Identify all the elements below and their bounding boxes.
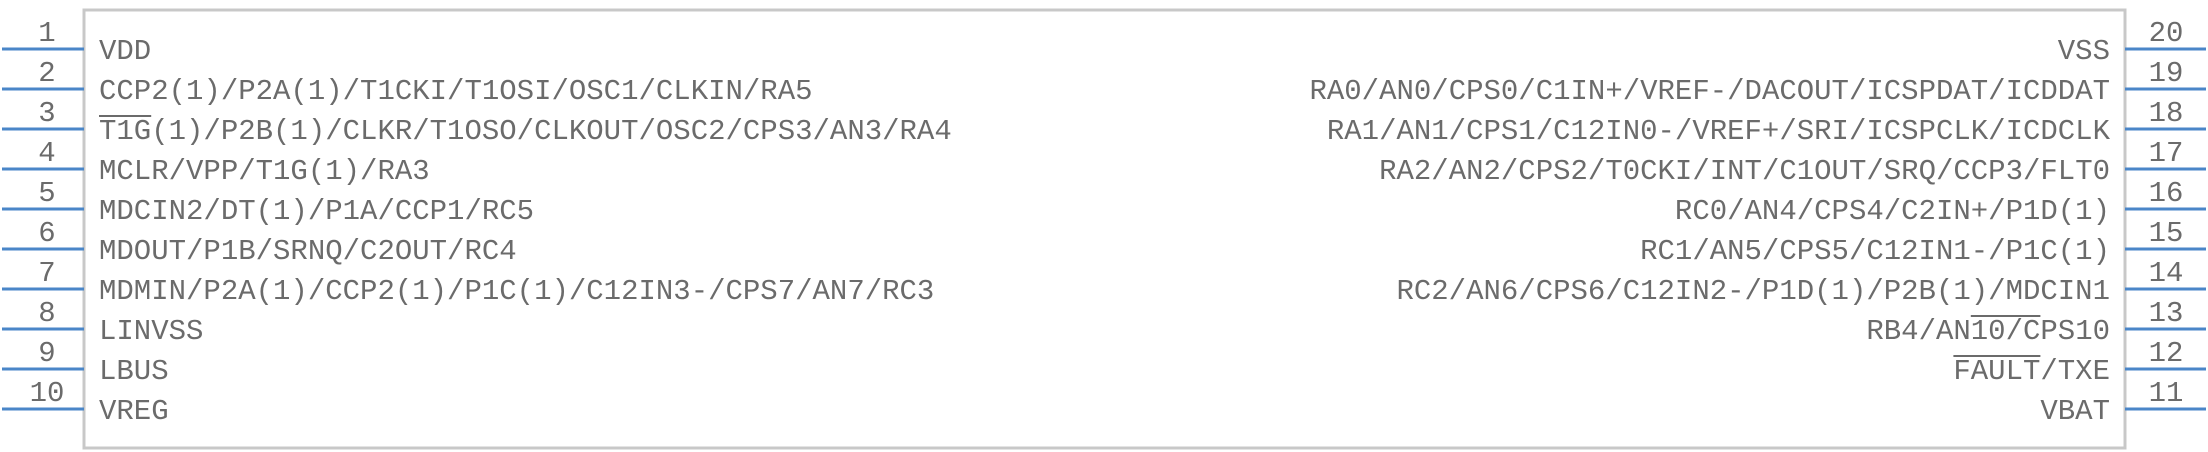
pin-label: FAULT/TXE [1953, 355, 2110, 388]
pin-label: VBAT [2040, 395, 2110, 428]
pin-19: 19RA0/AN0/CPS0/C1IN+/VREF-/DACOUT/ICSPDA… [1309, 57, 2206, 108]
pin-number: 20 [2149, 17, 2184, 50]
pin-number: 1 [38, 17, 55, 50]
pin-label: T1G(1)/P2B(1)/CLKR/T1OSO/CLKOUT/OSC2/CPS… [99, 115, 952, 148]
pin-14: 14RC2/AN6/CPS6/C12IN2-/P1D(1)/P2B(1)/MDC… [1396, 257, 2206, 308]
ic-body [82, 8, 2127, 450]
pin-number: 4 [38, 137, 55, 170]
pin-number: 7 [38, 257, 55, 290]
pin-label: RC2/AN6/CPS6/C12IN2-/P1D(1)/P2B(1)/MDCIN… [1396, 275, 2110, 308]
pin-number: 9 [38, 337, 55, 370]
pin-number: 6 [38, 217, 55, 250]
right-pin-group: 20VSS19RA0/AN0/CPS0/C1IN+/VREF-/DACOUT/I… [1309, 17, 2206, 428]
pin-number: 3 [38, 97, 55, 130]
pin-17: 17RA2/AN2/CPS2/T0CKI/INT/C1OUT/SRQ/CCP3/… [1379, 137, 2206, 188]
pin-number: 10 [30, 377, 65, 410]
pin-label: RA1/AN1/CPS1/C12IN0-/VREF+/SRI/ICSPCLK/I… [1327, 115, 2111, 148]
pin-number: 19 [2149, 57, 2184, 90]
pin-number: 5 [38, 177, 55, 210]
pin-label: LBUS [99, 355, 169, 388]
pin-label: VREG [99, 395, 169, 428]
pin-number: 17 [2149, 137, 2184, 170]
pin-number: 12 [2149, 337, 2184, 370]
pin-2: 2CCP2(1)/P2A(1)/T1CKI/T1OSI/OSC1/CLKIN/R… [2, 57, 813, 108]
pin-label: RB4/AN10/CPS10 [1866, 315, 2110, 348]
pin-label: VSS [2058, 35, 2110, 68]
left-pin-group: 1VDD2CCP2(1)/P2A(1)/T1CKI/T1OSI/OSC1/CLK… [2, 17, 952, 428]
pin-label: RA0/AN0/CPS0/C1IN+/VREF-/DACOUT/ICSPDAT/… [1309, 75, 2110, 108]
pin-number: 11 [2149, 377, 2184, 410]
pin-label: MDMIN/P2A(1)/CCP2(1)/P1C(1)/C12IN3-/CPS7… [99, 275, 934, 308]
pin-number: 16 [2149, 177, 2184, 210]
pin-number: 8 [38, 297, 55, 330]
pin-number: 13 [2149, 297, 2184, 330]
pin-label: CCP2(1)/P2A(1)/T1CKI/T1OSI/OSC1/CLKIN/RA… [99, 75, 813, 108]
pin-label: RC0/AN4/CPS4/C2IN+/P1D(1) [1675, 195, 2110, 228]
pin-18: 18RA1/AN1/CPS1/C12IN0-/VREF+/SRI/ICSPCLK… [1327, 97, 2206, 148]
pin-label: MDOUT/P1B/SRNQ/C2OUT/RC4 [99, 235, 517, 268]
pin-number: 18 [2149, 97, 2184, 130]
pin-3: 3T1G(1)/P2B(1)/CLKR/T1OSO/CLKOUT/OSC2/CP… [2, 97, 952, 148]
pin-label: LINVSS [99, 315, 203, 348]
pin-label: RC1/AN5/CPS5/C12IN1-/P1C(1) [1640, 235, 2110, 268]
pin-label: RA2/AN2/CPS2/T0CKI/INT/C1OUT/SRQ/CCP3/FL… [1379, 155, 2110, 188]
pin-number: 2 [38, 57, 55, 90]
pin-number: 15 [2149, 217, 2184, 250]
pin-label: MCLR/VPP/T1G(1)/RA3 [99, 155, 430, 188]
pin-7: 7MDMIN/P2A(1)/CCP2(1)/P1C(1)/C12IN3-/CPS… [2, 257, 934, 308]
pin-label: VDD [99, 35, 151, 68]
pin-label: MDCIN2/DT(1)/P1A/CCP1/RC5 [99, 195, 534, 228]
pin-number: 14 [2149, 257, 2184, 290]
